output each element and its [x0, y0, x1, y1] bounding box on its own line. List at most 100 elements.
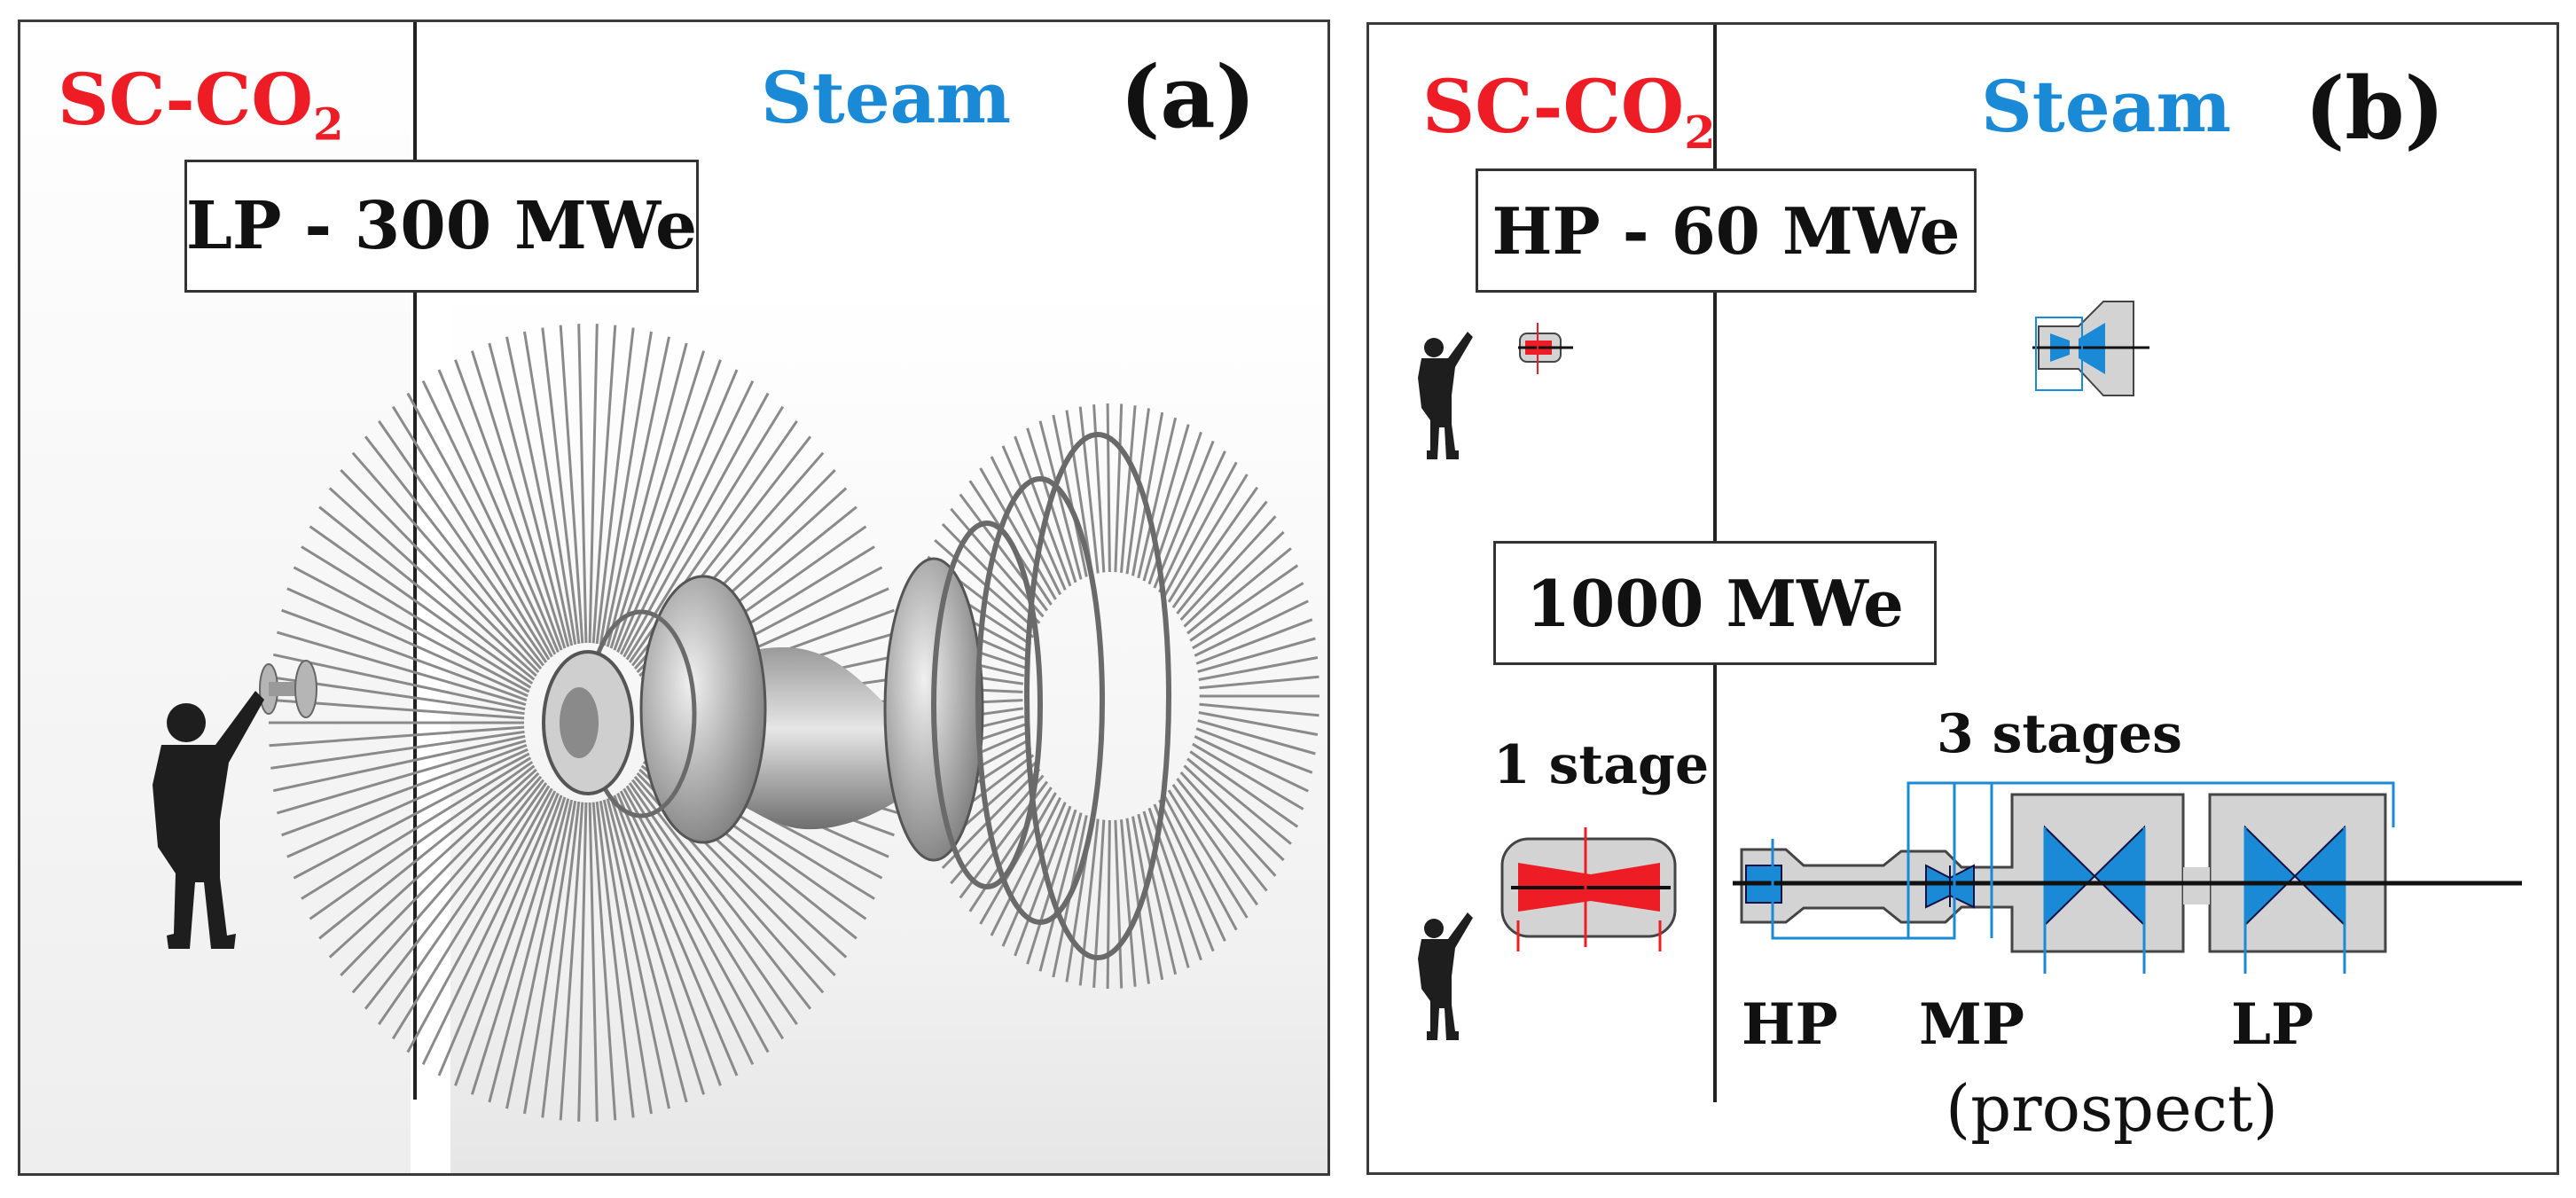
- rotor-blade: [318, 764, 536, 940]
- rotor-blade: [613, 359, 722, 651]
- rotor-blade: [1189, 564, 1299, 642]
- rotor-blade: [625, 785, 785, 1040]
- rotor-blade: [968, 787, 1053, 912]
- rotor-blade: [1125, 408, 1150, 575]
- rotor-blade: [1114, 819, 1124, 989]
- rotor-blade: [328, 768, 537, 959]
- rotor-blade: [454, 359, 563, 651]
- rotor-blade: [1065, 410, 1094, 576]
- rotor-blade: [1179, 771, 1277, 877]
- rotor-blade: [276, 739, 527, 815]
- rotor-blade: [488, 342, 570, 647]
- steam-header: Steam: [761, 56, 1012, 139]
- steam-turbine-train-icon: [1733, 781, 2522, 974]
- rotor-blade: [1014, 805, 1072, 957]
- rotor-blade: [1158, 450, 1226, 593]
- rotor-blade: [351, 451, 543, 670]
- rotor-blade: [1078, 818, 1100, 986]
- rotor-blade: [1197, 719, 1316, 756]
- person-pointing-icon: [153, 691, 264, 949]
- panel-b-drawing: [1418, 25, 2522, 1102]
- rotor-blade: [272, 734, 526, 793]
- sco2-turbine-one-stage-icon: [1500, 827, 1677, 951]
- sco2-header: SC-CO2: [58, 58, 344, 150]
- rotor-blade: [1001, 445, 1067, 591]
- rotor-blade: [391, 405, 551, 661]
- rotor-blade: [1120, 405, 1137, 574]
- sco2-header-subscript: 2: [313, 98, 344, 151]
- rotor-blade: [309, 761, 534, 920]
- rotor-blade: [1176, 778, 1268, 892]
- sco2-header: SC-CO2: [1422, 65, 1716, 159]
- rotor-blade: [606, 798, 688, 1103]
- rotor-blade: [1106, 819, 1111, 990]
- rotor-blade: [437, 793, 560, 1077]
- rotor-blade: [1192, 742, 1304, 810]
- rotor-blade: [378, 420, 548, 663]
- rotor-blade: [391, 785, 551, 1040]
- rotor-blade: [1137, 813, 1178, 975]
- rotor-blade: [602, 336, 670, 646]
- rotor-blade: [272, 653, 526, 711]
- rotor-blade: [421, 380, 557, 655]
- rotor-blade: [577, 324, 588, 644]
- lp-power-label-box: LP - 300 MWe: [184, 160, 699, 293]
- rotor-blade: [1171, 783, 1259, 906]
- panel-a: SC-CO2 Steam (a) LP - 300 MWe: [18, 20, 1330, 1176]
- rotor-blade: [286, 748, 529, 858]
- rotor-blade: [990, 456, 1062, 596]
- rotor-blade: [1167, 789, 1249, 919]
- rotor-blade: [309, 525, 534, 685]
- rotor-blade: [1192, 582, 1304, 650]
- rotor-blade: [559, 802, 584, 1121]
- rotor-blade: [606, 342, 688, 647]
- panel-tag-b: (b): [2305, 59, 2445, 159]
- rotor-blade: [595, 801, 635, 1118]
- rotor-blade: [979, 467, 1057, 600]
- sco2-rotor-icon: [259, 660, 317, 718]
- rotor-blade: [588, 324, 599, 644]
- rotor-blade: [591, 802, 617, 1121]
- rotor-blade: [364, 435, 544, 667]
- rotor-blade: [619, 790, 755, 1066]
- rotor-blade: [1038, 420, 1083, 580]
- rotor-blade: [1120, 818, 1137, 987]
- rotor-blade: [541, 801, 581, 1118]
- rotor-blade: [1038, 812, 1083, 972]
- rotor-blade: [1137, 417, 1178, 579]
- steam-lp-rotor-icon: [269, 324, 1319, 1122]
- rotor-blade: [470, 350, 567, 649]
- rotor-blade: [351, 775, 543, 994]
- rotor-blade: [609, 350, 706, 649]
- rotor-blade: [1142, 810, 1190, 968]
- rotor-blade: [378, 782, 548, 1025]
- rotor-blade: [1125, 818, 1150, 984]
- rotor-blade: [301, 545, 532, 689]
- rotor-blade: [1131, 816, 1164, 981]
- sco2-header-text: SC-CO: [58, 58, 314, 141]
- rotor-blade: [625, 405, 785, 661]
- hp-power-label-box: HP - 60 MWe: [1476, 168, 1977, 293]
- rotor-blade: [328, 487, 537, 677]
- rotor-blade: [281, 743, 528, 837]
- rotor-blade: [1186, 757, 1292, 845]
- lp-stage-label: LP: [2231, 991, 2314, 1058]
- rotor-blade: [406, 392, 553, 658]
- rotor-blade: [628, 782, 798, 1025]
- rotor-blade: [269, 725, 525, 748]
- rotor-blade: [619, 380, 755, 655]
- mp-stage-label: MP: [1919, 991, 2024, 1058]
- total-power-label-box: 1000 MWe: [1493, 541, 1937, 665]
- rotor-blade: [488, 798, 570, 1103]
- rotor-blade: [1158, 799, 1226, 942]
- rotor-blade: [1114, 403, 1124, 573]
- rotor-blade: [1167, 474, 1249, 603]
- sco2-header-subscript: 2: [1684, 105, 1716, 159]
- rotor-blade: [505, 336, 574, 646]
- rotor-blade: [950, 774, 1045, 885]
- rotor-blade: [293, 566, 530, 693]
- rotor-blade: [1001, 802, 1067, 947]
- rotor-blade: [1194, 735, 1309, 793]
- prospect-label: (prospect): [1946, 1071, 2278, 1146]
- rotor-blade: [505, 799, 574, 1109]
